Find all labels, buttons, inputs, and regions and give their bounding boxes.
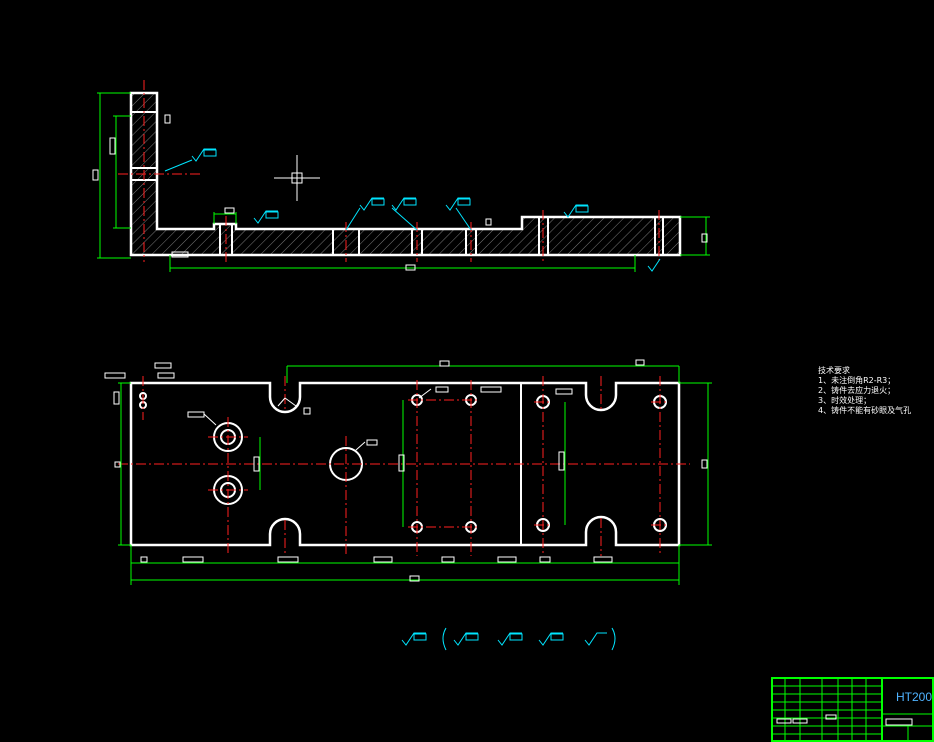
section-cut-lines: [131, 111, 664, 255]
requirement-item-2: 2、铸件去应力退火；: [818, 386, 896, 395]
crosshair-cursor-icon: [274, 155, 320, 201]
plan-dimension-labels: [104, 359, 708, 582]
section-roughness-symbols: [164, 148, 661, 272]
technical-requirements: 技术要求 1、未注倒角R2-R3； 2、铸件去应力退火； 3、时效处理； 4、铸…: [818, 366, 911, 416]
section-dimensions: [97, 92, 710, 272]
plan-view: [104, 359, 712, 585]
title-block-material: HT200: [896, 690, 933, 704]
section-view: [92, 80, 710, 272]
requirement-item-3: 3、时效处理；: [818, 396, 872, 405]
title-block: [771, 677, 934, 742]
plan-dimensions: [118, 365, 712, 585]
section-centerlines: [118, 80, 660, 262]
section-dimension-labels: [92, 114, 708, 271]
general-roughness-note: [401, 627, 616, 651]
section-hatch: [131, 93, 680, 255]
requirement-item-4: 4、铸件不能有砂眼及气孔: [818, 406, 912, 415]
requirement-item-1: 1、未注倒角R2-R3；: [818, 376, 896, 385]
plan-leaders: [203, 388, 432, 451]
technical-requirements-title: 技术要求: [818, 366, 850, 375]
plan-centerlines: [118, 376, 690, 556]
